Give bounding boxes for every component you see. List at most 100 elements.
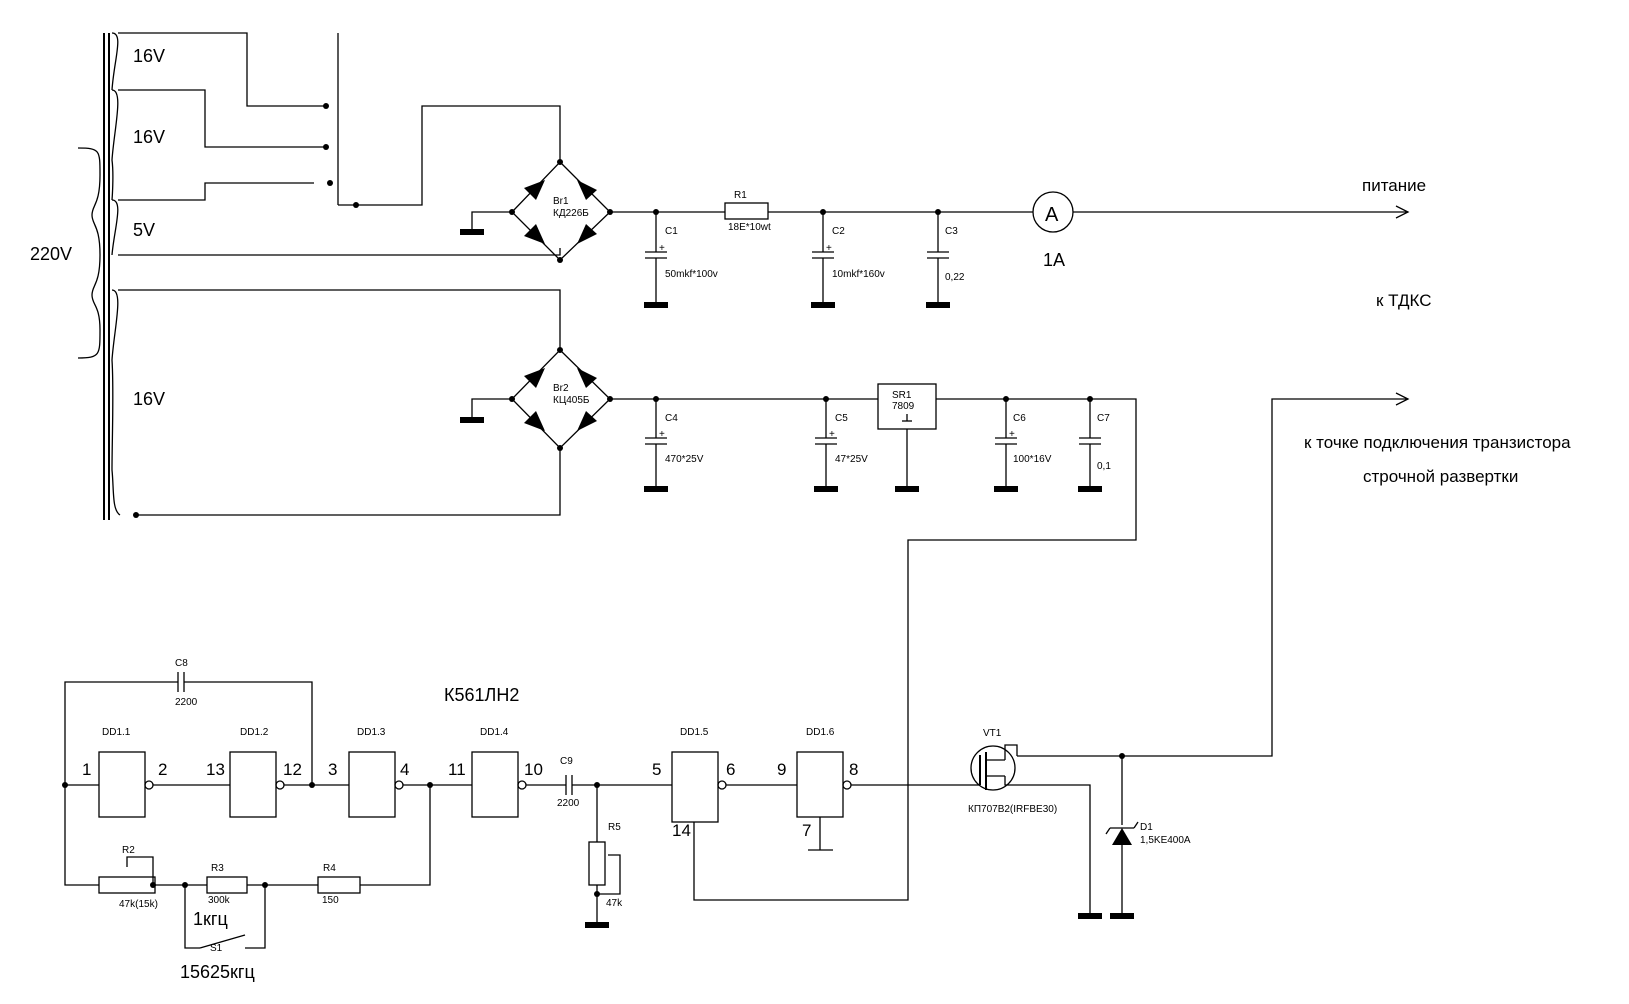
c2-ref: C2 bbox=[832, 226, 845, 237]
gate-dd1-5 bbox=[671, 751, 719, 823]
r1-value: 18E*10wt bbox=[728, 222, 771, 233]
dd1-2-pin-in: 13 bbox=[206, 760, 225, 779]
dd1-2-pin-out: 12 bbox=[283, 760, 302, 779]
c2-value: 10mkf*160v bbox=[832, 269, 885, 280]
r5-ref: R5 bbox=[608, 822, 621, 833]
br1-ref: Br1 bbox=[553, 196, 569, 207]
c5-value: 47*25V bbox=[835, 454, 868, 465]
winding-2-label: 16V bbox=[133, 127, 165, 147]
regulated-supply-rail bbox=[610, 383, 1137, 901]
r4-ref: R4 bbox=[323, 863, 336, 874]
gate-dd1-6 bbox=[796, 751, 844, 818]
secondary-wiring bbox=[118, 32, 561, 518]
dd1-5-pin-in: 5 bbox=[652, 760, 661, 779]
dd1-6-pin-in: 9 bbox=[777, 760, 786, 779]
transistor-target-label-2: строчной развертки bbox=[1363, 467, 1518, 486]
top-supply-rail bbox=[610, 191, 1410, 308]
c7-ref: C7 bbox=[1097, 413, 1110, 424]
s1-ref: S1 bbox=[210, 943, 223, 954]
r3-ref: R3 bbox=[211, 863, 224, 874]
generator-circuit bbox=[62, 672, 970, 949]
diode-d1 bbox=[1105, 753, 1139, 919]
r4-value: 150 bbox=[322, 895, 339, 906]
supply-label: питание bbox=[1362, 176, 1426, 195]
transistor-vt1 bbox=[970, 744, 1102, 919]
dd1-6-pin-out: 8 bbox=[849, 760, 858, 779]
d1-ref: D1 bbox=[1140, 822, 1153, 833]
resistor-r4 bbox=[317, 876, 361, 894]
c3-ref: C3 bbox=[945, 226, 958, 237]
ammeter-symbol: A bbox=[1045, 204, 1059, 226]
c9-value: 2200 bbox=[557, 798, 580, 809]
r2-value: 47k(15k) bbox=[119, 899, 158, 910]
dd1-4-ref: DD1.4 bbox=[480, 727, 509, 738]
dd1-4-pin-in: 11 bbox=[448, 760, 466, 779]
c8-value: 2200 bbox=[175, 697, 198, 708]
transformer bbox=[77, 32, 121, 520]
secondary-winding-1 bbox=[111, 32, 119, 91]
winding-1-label: 16V bbox=[133, 46, 165, 66]
dd1-1-ref: DD1.1 bbox=[102, 727, 131, 738]
fbt-label: к ТДКС bbox=[1376, 291, 1431, 310]
resistor-r2 bbox=[98, 876, 156, 894]
bridge-br1 bbox=[460, 159, 613, 263]
primary-winding bbox=[77, 147, 101, 359]
ground-symbol bbox=[460, 417, 484, 423]
r5-value: 47k bbox=[606, 898, 623, 909]
transistor-target-label-1: к точке подключения транзистора bbox=[1304, 433, 1571, 452]
c3-value: 0,22 bbox=[945, 272, 965, 283]
secondary-winding-2 bbox=[111, 89, 119, 201]
dd1-1-pin-in: 1 bbox=[82, 760, 91, 779]
dd1-3-pin-out: 4 bbox=[400, 760, 409, 779]
vt1-ref: VT1 bbox=[983, 728, 1002, 739]
dd1-5-pin-out: 6 bbox=[726, 760, 735, 779]
c7-value: 0,1 bbox=[1097, 461, 1111, 472]
c5-polarity: + bbox=[829, 429, 835, 440]
ammeter bbox=[1032, 191, 1074, 233]
r3-value: 300k bbox=[208, 895, 231, 906]
dd1-4-pin-out: 10 bbox=[524, 760, 543, 779]
ammeter-rating: 1A bbox=[1043, 250, 1065, 270]
c6-ref: C6 bbox=[1013, 413, 1026, 424]
c1-value: 50mkf*100v bbox=[665, 269, 718, 280]
dd1-6-pin-gnd: 7 bbox=[802, 821, 811, 840]
dd1-5-pin-vcc: 14 bbox=[672, 821, 691, 840]
bridge-br2 bbox=[460, 347, 613, 451]
dd1-5-ref: DD1.5 bbox=[680, 727, 709, 738]
gate-dd1-1 bbox=[98, 751, 146, 818]
resistor-r3 bbox=[206, 876, 248, 894]
gate-dd1-2 bbox=[229, 751, 277, 818]
c5-ref: C5 bbox=[835, 413, 848, 424]
dd1-1-pin-out: 2 bbox=[158, 760, 167, 779]
secondary-winding-4 bbox=[111, 289, 121, 516]
dd1-2-ref: DD1.2 bbox=[240, 727, 269, 738]
br1-part: КД226Б bbox=[553, 208, 589, 219]
line-transistor-output bbox=[1017, 392, 1410, 757]
r2-ref: R2 bbox=[122, 845, 135, 856]
c4-ref: C4 bbox=[665, 413, 678, 424]
secondary-winding-3 bbox=[111, 199, 119, 256]
ic-type-label: К561ЛН2 bbox=[444, 685, 519, 705]
c6-polarity: + bbox=[1009, 429, 1015, 440]
vt1-part: КП707В2(IRFBE30) bbox=[968, 804, 1057, 815]
c2-polarity: + bbox=[826, 243, 832, 254]
r1-ref: R1 bbox=[734, 190, 747, 201]
ground-symbol bbox=[460, 229, 484, 235]
resistor-r5 bbox=[588, 841, 606, 886]
dd1-3-ref: DD1.3 bbox=[357, 727, 386, 738]
gate-dd1-4 bbox=[471, 751, 519, 818]
br2-ref: Br2 bbox=[553, 383, 569, 394]
d1-part: 1,5KE400A bbox=[1140, 835, 1191, 846]
c1-ref: C1 bbox=[665, 226, 678, 237]
c9-ref: C9 bbox=[560, 756, 573, 767]
sr1-part: 7809 bbox=[892, 401, 915, 412]
br2-part: КЦ405Б bbox=[553, 395, 590, 406]
dd1-6-ref: DD1.6 bbox=[806, 727, 835, 738]
winding-3-label: 5V bbox=[133, 220, 155, 240]
winding-4-label: 16V bbox=[133, 389, 165, 409]
gate-dd1-3 bbox=[348, 751, 396, 818]
sr1-ref: SR1 bbox=[892, 390, 912, 401]
resistor-r1 bbox=[724, 202, 769, 220]
c1-polarity: + bbox=[659, 243, 665, 254]
